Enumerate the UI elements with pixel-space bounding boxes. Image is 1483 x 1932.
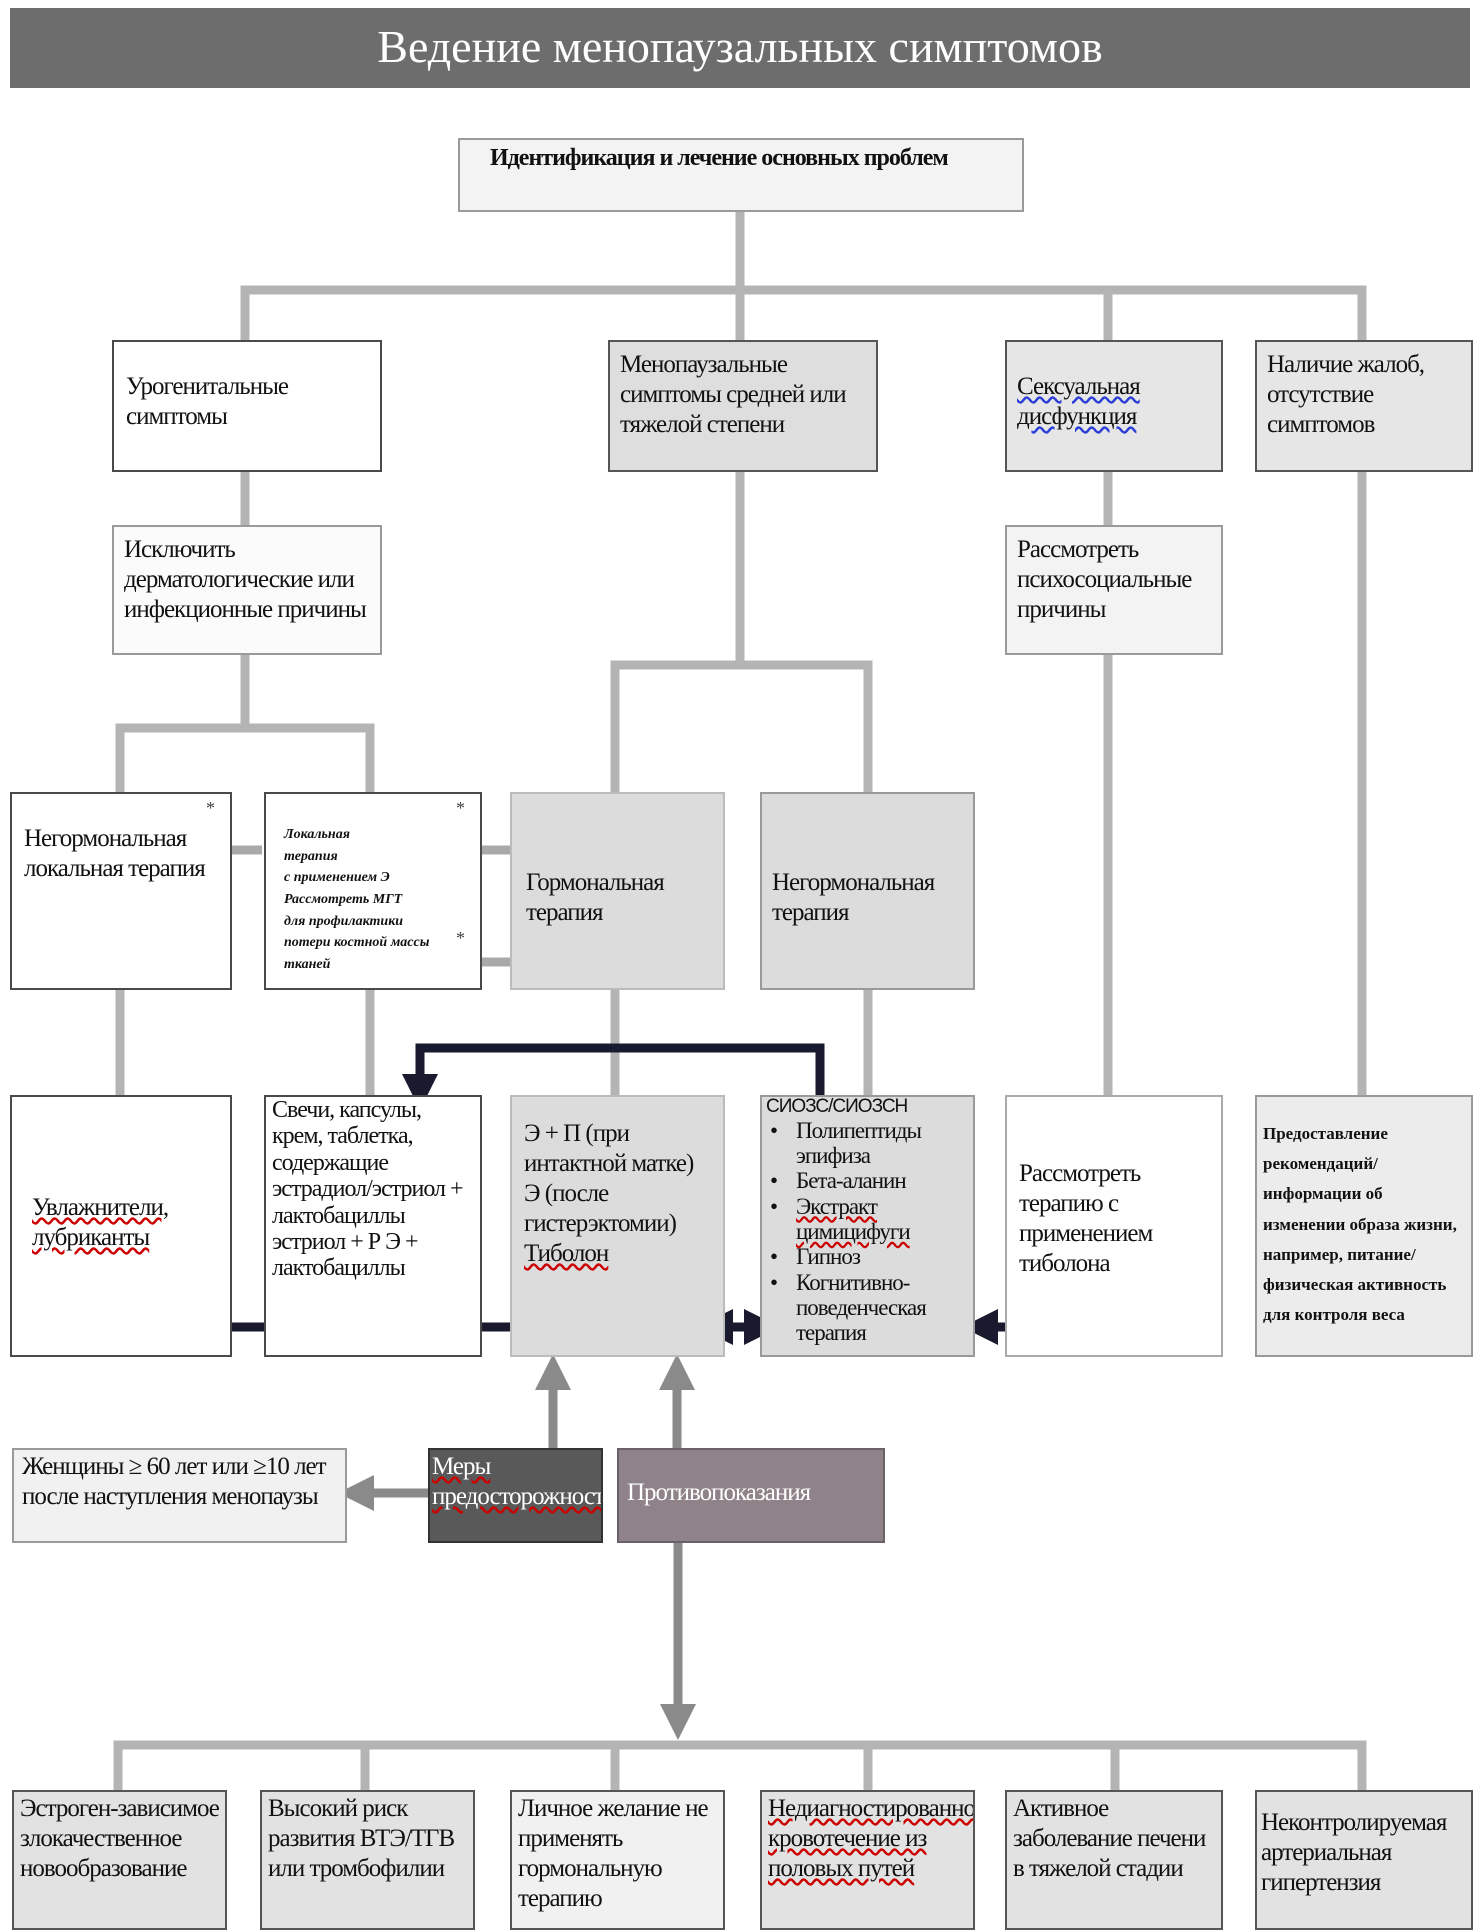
nonhormonal-therapy-box: Негормональная терапия [760, 792, 975, 990]
sexual-label: Сексуальная дисфункция [1017, 373, 1141, 430]
contra-item: Эстроген-зависимое злокачественное новоо… [12, 1790, 227, 1930]
list-item: Экстракт цимицифуги [766, 1194, 969, 1245]
hormonal-therapy-box: Гормональная терапия [510, 792, 725, 990]
category-no-symptoms: Наличие жалоб, отсутствие симптомов [1255, 340, 1473, 472]
psychosocial-box: Рассмотреть психосоциальные причины [1005, 525, 1223, 655]
women60-box: Женщины ≥ 60 лет или ≥10 лет после насту… [12, 1448, 347, 1543]
list-item: Гипноз [766, 1244, 969, 1270]
local-line-6: потери костной массы тканей [284, 935, 430, 973]
lifestyle-box: Предоставление рекомендаций/ информации … [1255, 1095, 1473, 1357]
local-line-4: Рассмотреть МГТ [284, 892, 403, 908]
root-box: Идентификация и лечение основных проблем [458, 138, 1024, 212]
contra-item-label: Личное желание не применять гормональную… [518, 1795, 709, 1912]
local-line-3: с применением Э [284, 870, 390, 886]
nonhormonal-options-box: СИОЗС/СИОЗСН Полипептиды эпифиза Бета-ал… [760, 1095, 975, 1357]
hrt-option: Тиболон [524, 1240, 609, 1267]
lifestyle-label: Предоставление рекомендаций/ информации … [1263, 1124, 1457, 1325]
tibolone-box: Рассмотреть терапию с применением тиболо… [1005, 1095, 1223, 1357]
contra-item-label: Недиагностированное кровотечение из поло… [768, 1795, 975, 1882]
category-urogenital: Урогенитальные симптомы [112, 340, 382, 472]
contra-item: Неконтролируемая артериальная гипертензи… [1255, 1790, 1473, 1930]
list-item: Полипептиды эпифиза [766, 1118, 969, 1169]
precautions-box: Меры предосторожности [428, 1448, 603, 1543]
contra-item: Недиагностированное кровотечение из поло… [760, 1790, 975, 1930]
exclude-causes-box: Исключить дерматологические или инфекцио… [112, 525, 382, 655]
nonhormonal-local-box: Негормональная локальная терапия * [10, 792, 232, 990]
star-icon: * [456, 798, 465, 818]
local-line-2: терапия [284, 848, 338, 864]
moisturizers-box: Увлажнители, лубриканты [10, 1095, 232, 1357]
precautions-label: Меры предосторожности [432, 1453, 603, 1510]
contra-item: Высокий риск развития ВТЭ/ТГВ или тромбо… [260, 1790, 475, 1930]
contraindications-box: Противопоказания [617, 1448, 885, 1543]
contra-item: Активное заболевание печени в тяжелой ст… [1005, 1790, 1223, 1930]
ssri-header: СИОЗС/СИОЗСН [766, 1096, 908, 1117]
list-item: Бета-аланин [766, 1168, 969, 1194]
category-menopausal: Менопаузальные симптомы средней или тяже… [608, 340, 878, 472]
nonhormonal-options-list: Полипептиды эпифиза Бета-аланин Экстракт… [766, 1118, 969, 1346]
list-item: Когнитивно-поведенческая терапия [766, 1270, 969, 1346]
hrt-options-box: Э + П (при интактной матке) Э (после гис… [510, 1095, 725, 1357]
moisturizers-label: Увлажнители, лубриканты [32, 1194, 169, 1251]
page-title: Ведение менопаузальных симптомов [10, 8, 1470, 88]
hrt-option: Э + П (при интактной матке) [524, 1120, 694, 1177]
local-line-1: Локальная [284, 827, 350, 842]
hrt-option: Э (после гистерэктомии) [524, 1180, 677, 1237]
star-icon: * [206, 798, 215, 818]
local-hormonal-box: * * Локальная терапия с применением Э Ра… [264, 792, 482, 990]
suppositories-box: Свечи, капсулы, крем, таблетка, содержащ… [264, 1095, 482, 1357]
category-sexual: Сексуальная дисфункция [1005, 340, 1223, 472]
star-icon: * [456, 928, 465, 948]
contra-item: Личное желание не применять гормональную… [510, 1790, 725, 1930]
nonhormonal-local-label: Негормональная локальная терапия [24, 825, 206, 882]
local-line-5: для профилактики [284, 913, 404, 929]
